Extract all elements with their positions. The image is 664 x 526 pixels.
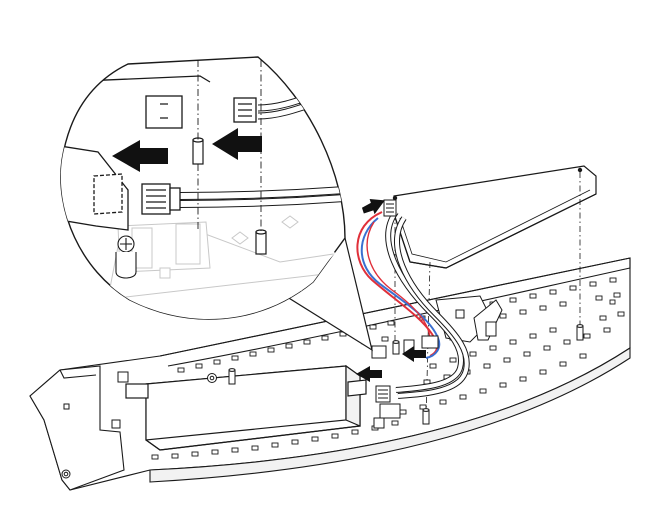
left-end-fittings xyxy=(61,371,129,479)
upper-board xyxy=(392,165,597,269)
screw-icon xyxy=(115,235,137,279)
screw-icon xyxy=(207,373,217,383)
standoff-post-icon xyxy=(392,324,584,425)
alignment-guides xyxy=(197,60,262,232)
driver-box xyxy=(125,364,367,451)
cable-harness xyxy=(385,210,470,399)
connector-icon xyxy=(141,97,257,215)
insert-arrow-icon xyxy=(356,199,426,382)
support-brackets xyxy=(435,295,503,343)
insert-arrow-icon xyxy=(112,128,262,172)
connector-icon xyxy=(371,199,439,429)
standoff-post-icon xyxy=(228,368,236,385)
